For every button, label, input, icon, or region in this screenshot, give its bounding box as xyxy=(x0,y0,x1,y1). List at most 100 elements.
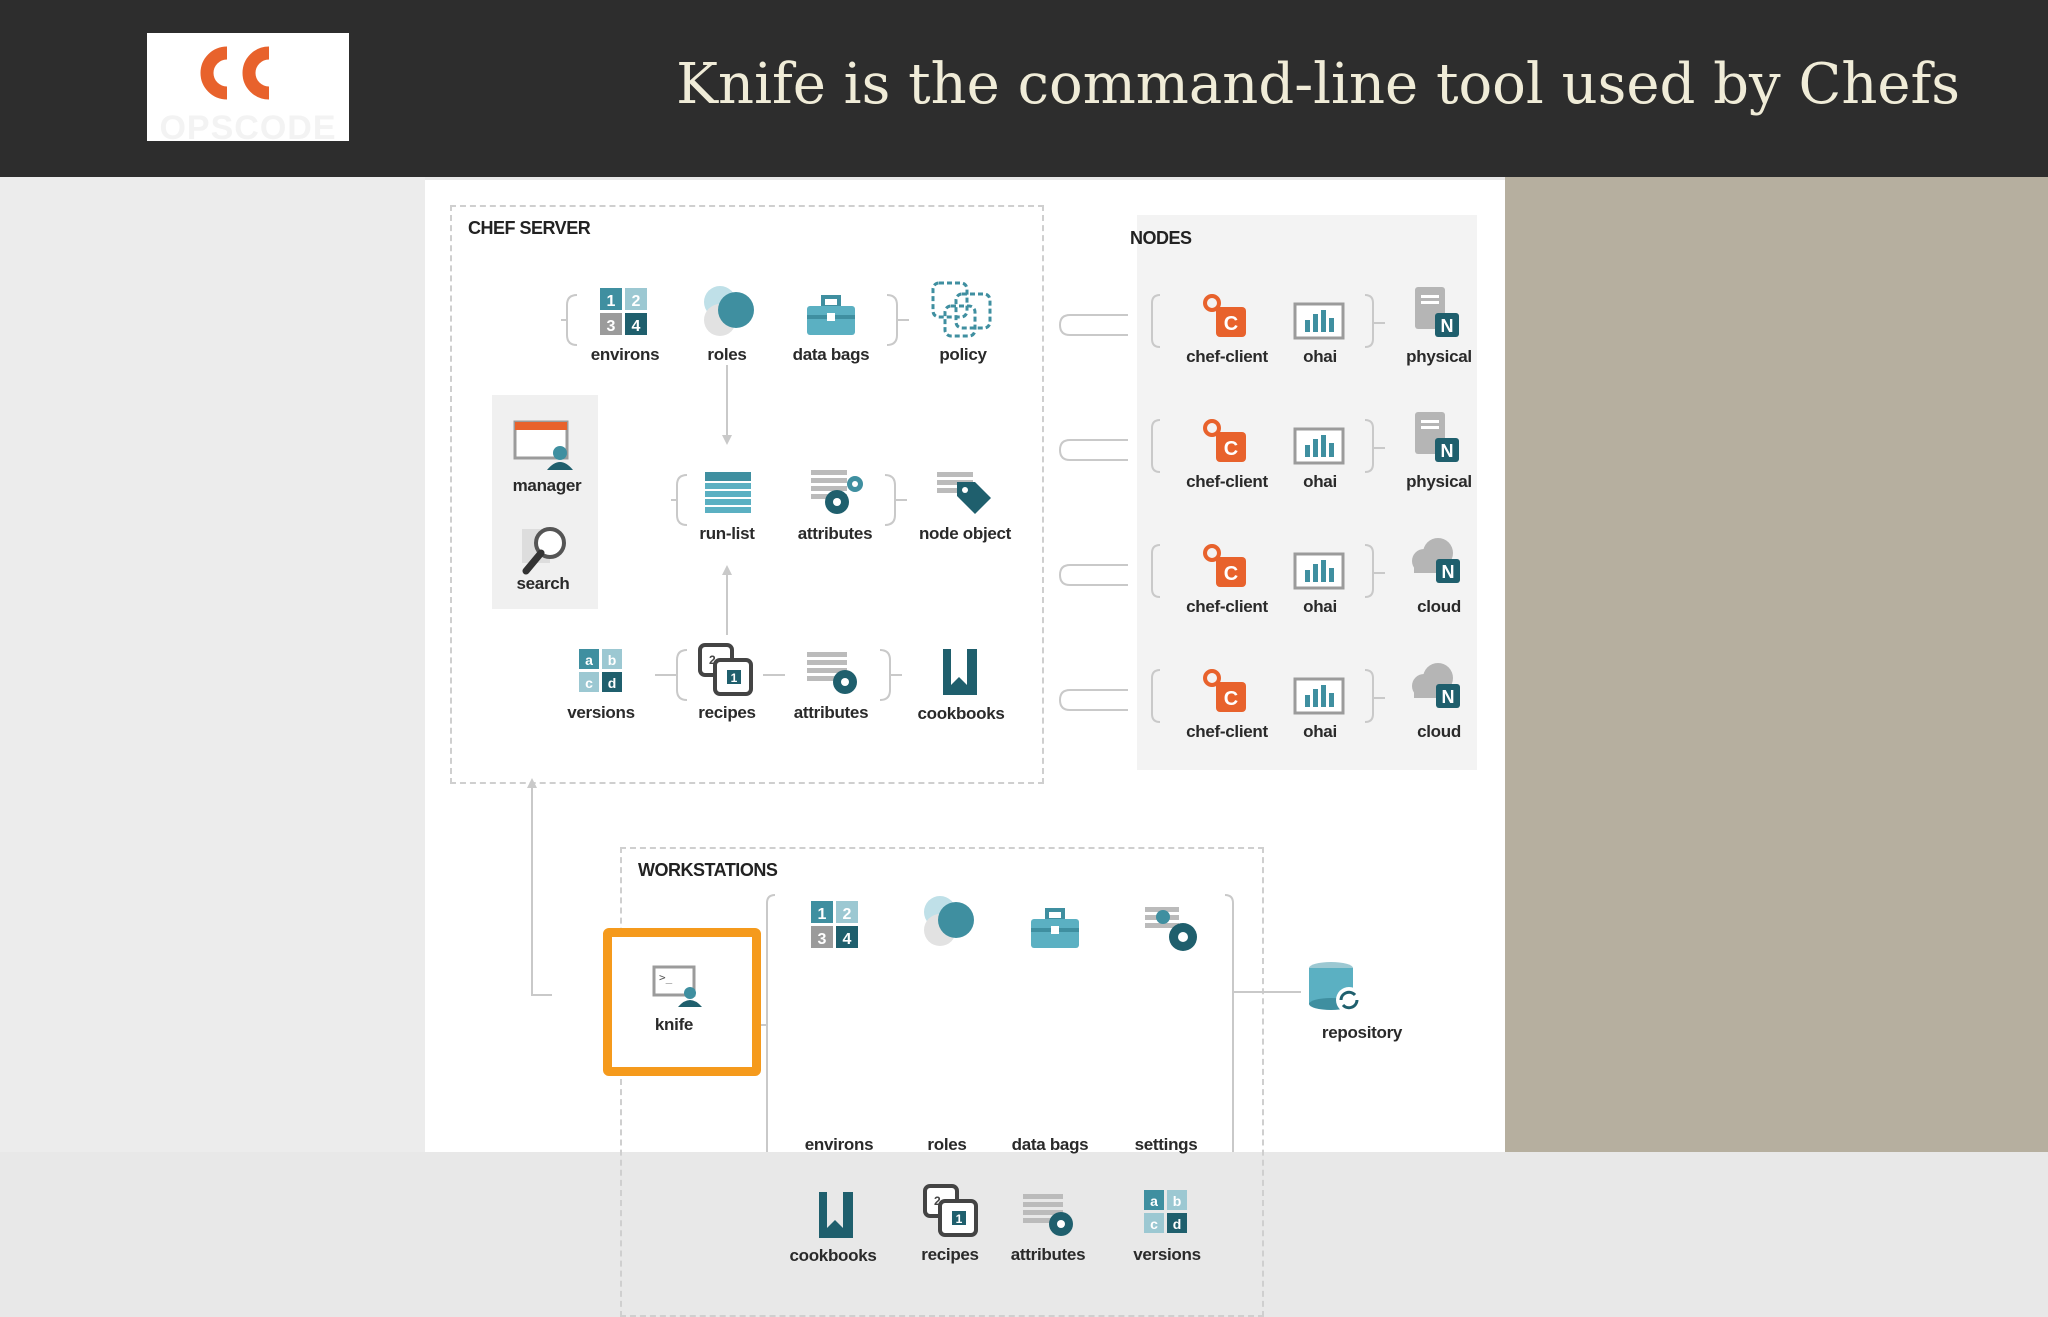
svg-text:1: 1 xyxy=(956,1212,963,1226)
attributes-icon xyxy=(807,652,857,694)
server-data-bags-label: data bags xyxy=(792,345,870,364)
cloud-icon: N xyxy=(1408,660,1464,717)
ohai-label: ohai xyxy=(1303,472,1337,491)
svg-text:N: N xyxy=(1442,562,1455,582)
slide-header: OPSCODE Knife is the command-line tool u… xyxy=(0,0,2048,177)
ohai-label: ohai xyxy=(1303,597,1337,616)
svg-text:2: 2 xyxy=(843,906,852,923)
server-recipes-label: recipes xyxy=(698,703,756,722)
knife-terminal-icon: >_ xyxy=(652,965,702,1007)
svg-text:N: N xyxy=(1441,316,1454,336)
ohai-label: ohai xyxy=(1303,347,1337,366)
knife-box[interactable] xyxy=(603,928,761,1076)
workstation-top-label: data bags xyxy=(1011,1135,1089,1154)
server-versions-label: versions xyxy=(567,703,635,722)
chef-server-title: CHEF SERVER xyxy=(468,218,591,238)
logo-wordmark: OPSCODE xyxy=(159,109,337,141)
svg-text:d: d xyxy=(608,675,617,691)
repository-label: repository xyxy=(1321,1023,1403,1042)
svg-text:4: 4 xyxy=(843,931,852,948)
slide-title: Knife is the command-line tool used by C… xyxy=(676,52,1960,117)
svg-text:2: 2 xyxy=(632,293,641,310)
server-cookbooks-label: cookbooks xyxy=(917,704,1005,723)
cloud-label: cloud xyxy=(1417,722,1461,741)
chef-client-label: chef-client xyxy=(1186,722,1268,741)
svg-text:2: 2 xyxy=(709,653,716,667)
workstations-title: WORKSTATIONS xyxy=(638,860,778,880)
server-roles-label: roles xyxy=(707,345,747,364)
node-object-icon xyxy=(937,472,991,514)
physical-server-icon: N xyxy=(1413,285,1461,346)
svg-text:d: d xyxy=(1173,1216,1182,1232)
svg-text:C: C xyxy=(1224,438,1238,460)
versions-icon: a b c d xyxy=(579,649,622,692)
svg-text:a: a xyxy=(1150,1193,1158,1209)
repository-icon xyxy=(1309,962,1362,1013)
workstation-bottom-label: attributes xyxy=(1010,1245,1086,1264)
ohai-chart-icon xyxy=(1293,427,1345,470)
cookbooks-icon xyxy=(815,1190,857,1245)
svg-text:3: 3 xyxy=(607,318,616,335)
svg-text:1: 1 xyxy=(818,906,827,923)
run-list-label: run-list xyxy=(699,524,755,543)
svg-text:4: 4 xyxy=(632,318,641,335)
search-icon xyxy=(522,527,566,575)
search-label: search xyxy=(516,574,570,593)
data-bags-icon xyxy=(807,295,855,335)
recipes-icon: 2 1 xyxy=(698,643,753,696)
workstation-top-label: environs xyxy=(804,1135,874,1154)
server-environs-label: environs xyxy=(590,345,660,364)
cloud-icon: N xyxy=(1408,535,1464,592)
svg-text:N: N xyxy=(1442,687,1455,707)
chef-client-icon: C xyxy=(1202,543,1250,594)
chef-client-icon: C xyxy=(1202,418,1250,469)
chef-client-icon: C xyxy=(1202,668,1250,719)
server-policy-label: policy xyxy=(939,345,987,364)
svg-text:>_: >_ xyxy=(659,971,673,984)
right-background xyxy=(1505,177,2048,1152)
attributes-gear-icon xyxy=(811,470,863,514)
chef-client-label: chef-client xyxy=(1186,597,1268,616)
ohai-label: ohai xyxy=(1303,722,1337,741)
svg-text:2: 2 xyxy=(934,1194,941,1208)
workstation-bottom-label: recipes xyxy=(921,1245,979,1264)
svg-text:a: a xyxy=(585,652,593,668)
run-list-icon xyxy=(705,472,751,513)
attributes-icon xyxy=(1021,1192,1077,1245)
workstation-top-label: roles xyxy=(927,1135,967,1154)
svg-text:C: C xyxy=(1224,563,1238,585)
svg-text:3: 3 xyxy=(818,931,827,948)
svg-text:b: b xyxy=(608,652,617,668)
chef-architecture-diagram: CHEF SERVER NODES WORKSTATIONS xyxy=(425,180,1505,1317)
roles-icon xyxy=(920,892,980,957)
chef-client-label: chef-client xyxy=(1186,347,1268,366)
opscode-logo: OPSCODE xyxy=(147,33,349,141)
server-attributes-2-label: attributes xyxy=(793,703,869,722)
ohai-chart-icon xyxy=(1293,677,1345,720)
svg-text:C: C xyxy=(1224,688,1238,710)
manager-icon xyxy=(513,420,573,470)
policy-icon xyxy=(931,281,992,338)
opscode-logo-mark xyxy=(200,46,270,100)
workstation-top-label: settings xyxy=(1134,1135,1198,1154)
settings-gear-icon xyxy=(1143,905,1201,960)
chef-server-box xyxy=(450,205,1044,784)
ohai-chart-icon xyxy=(1293,552,1345,595)
physical-label: physical xyxy=(1406,472,1472,491)
cloud-label: cloud xyxy=(1417,597,1461,616)
data-bags-icon xyxy=(1029,908,1081,955)
nodes-title: NODES xyxy=(1130,228,1192,248)
physical-label: physical xyxy=(1406,347,1472,366)
svg-text:c: c xyxy=(585,675,593,691)
left-background xyxy=(0,177,425,1152)
node-object-label: node object xyxy=(918,524,1012,543)
workstation-bottom-label: versions xyxy=(1133,1245,1201,1264)
environs-icon: 1 2 3 4 xyxy=(600,288,647,335)
ohai-chart-icon xyxy=(1293,302,1345,345)
cookbooks-icon xyxy=(943,649,977,695)
svg-text:b: b xyxy=(1173,1193,1182,1209)
workstation-bottom-label: cookbooks xyxy=(789,1246,877,1265)
server-attributes-label: attributes xyxy=(797,524,873,543)
